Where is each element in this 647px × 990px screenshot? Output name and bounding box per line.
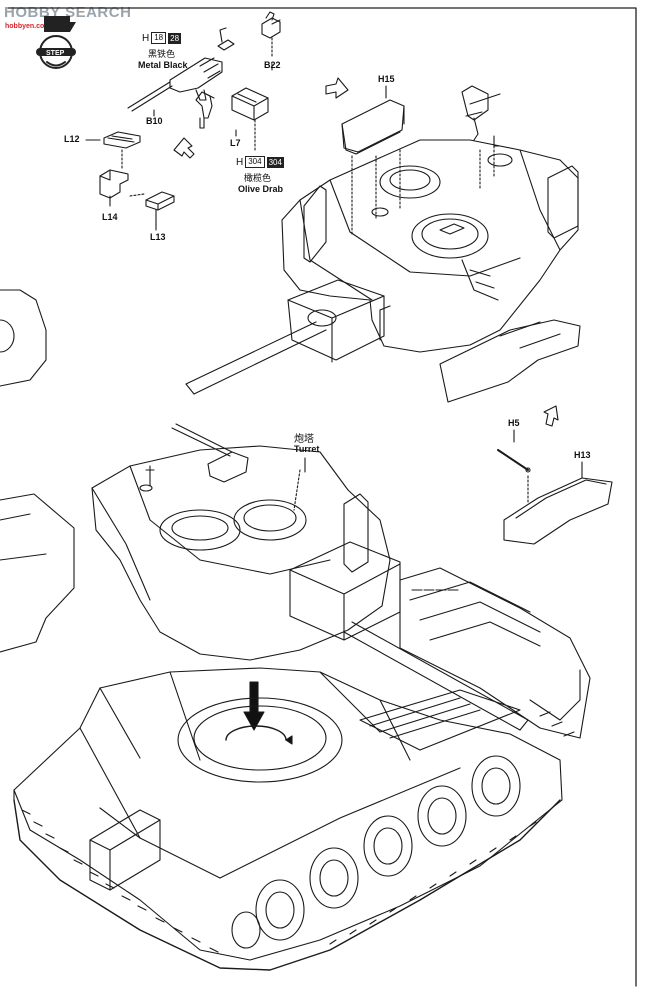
label-h13: H13 <box>574 450 591 460</box>
left-fragment-top <box>0 289 47 387</box>
part-h5 <box>497 449 529 471</box>
part-h15 <box>341 99 405 155</box>
label-l7: L7 <box>230 138 241 148</box>
part-h13-lower <box>503 477 613 545</box>
left-fragment-mid <box>0 493 75 653</box>
part-b10-machine-gun <box>127 27 235 112</box>
part-b22 <box>261 11 281 39</box>
part-l13 <box>145 191 175 211</box>
part-l14 <box>99 169 129 199</box>
turret-upper <box>185 139 579 395</box>
road-wheels <box>231 755 521 949</box>
label-h15: H15 <box>378 74 395 84</box>
part-h13-upper <box>439 319 581 403</box>
step-label: STEP <box>46 50 65 57</box>
label-l14: L14 <box>102 212 118 222</box>
paint-2-en: Olive Drab <box>238 184 284 194</box>
paint-code-1: H 18 28 <box>142 32 182 44</box>
turret-label-en: Turret <box>294 444 320 454</box>
arrow-h13 <box>543 405 559 427</box>
arrow-right-top <box>325 77 349 99</box>
paint-code-2: H 304 304 <box>236 156 284 168</box>
engine-deck <box>399 567 591 739</box>
hull <box>13 667 563 961</box>
paint-1-en: Metal Black <box>138 60 188 70</box>
page-border <box>7 7 637 987</box>
paint-2-cn: 橄榄色 <box>244 174 272 184</box>
turret-upper-mg <box>461 85 501 147</box>
label-h5: H5 <box>508 418 520 428</box>
label-l13: L13 <box>150 232 166 242</box>
part-l12 <box>103 131 141 149</box>
arrow-left-top <box>173 137 195 159</box>
turret-lower <box>91 423 529 731</box>
label-b10: B10 <box>146 116 163 126</box>
label-l12: L12 <box>64 134 80 144</box>
step-badge: STEP <box>36 16 76 69</box>
watermark-url: hobbyen.com <box>5 23 51 30</box>
turret-label-cn: 炮塔 <box>294 434 314 445</box>
track <box>13 789 561 971</box>
label-b22: B22 <box>264 60 281 70</box>
part-ammo-box <box>231 87 269 121</box>
paint-1-cn: 黑铁色 <box>148 50 176 60</box>
part-l7 <box>195 91 215 129</box>
